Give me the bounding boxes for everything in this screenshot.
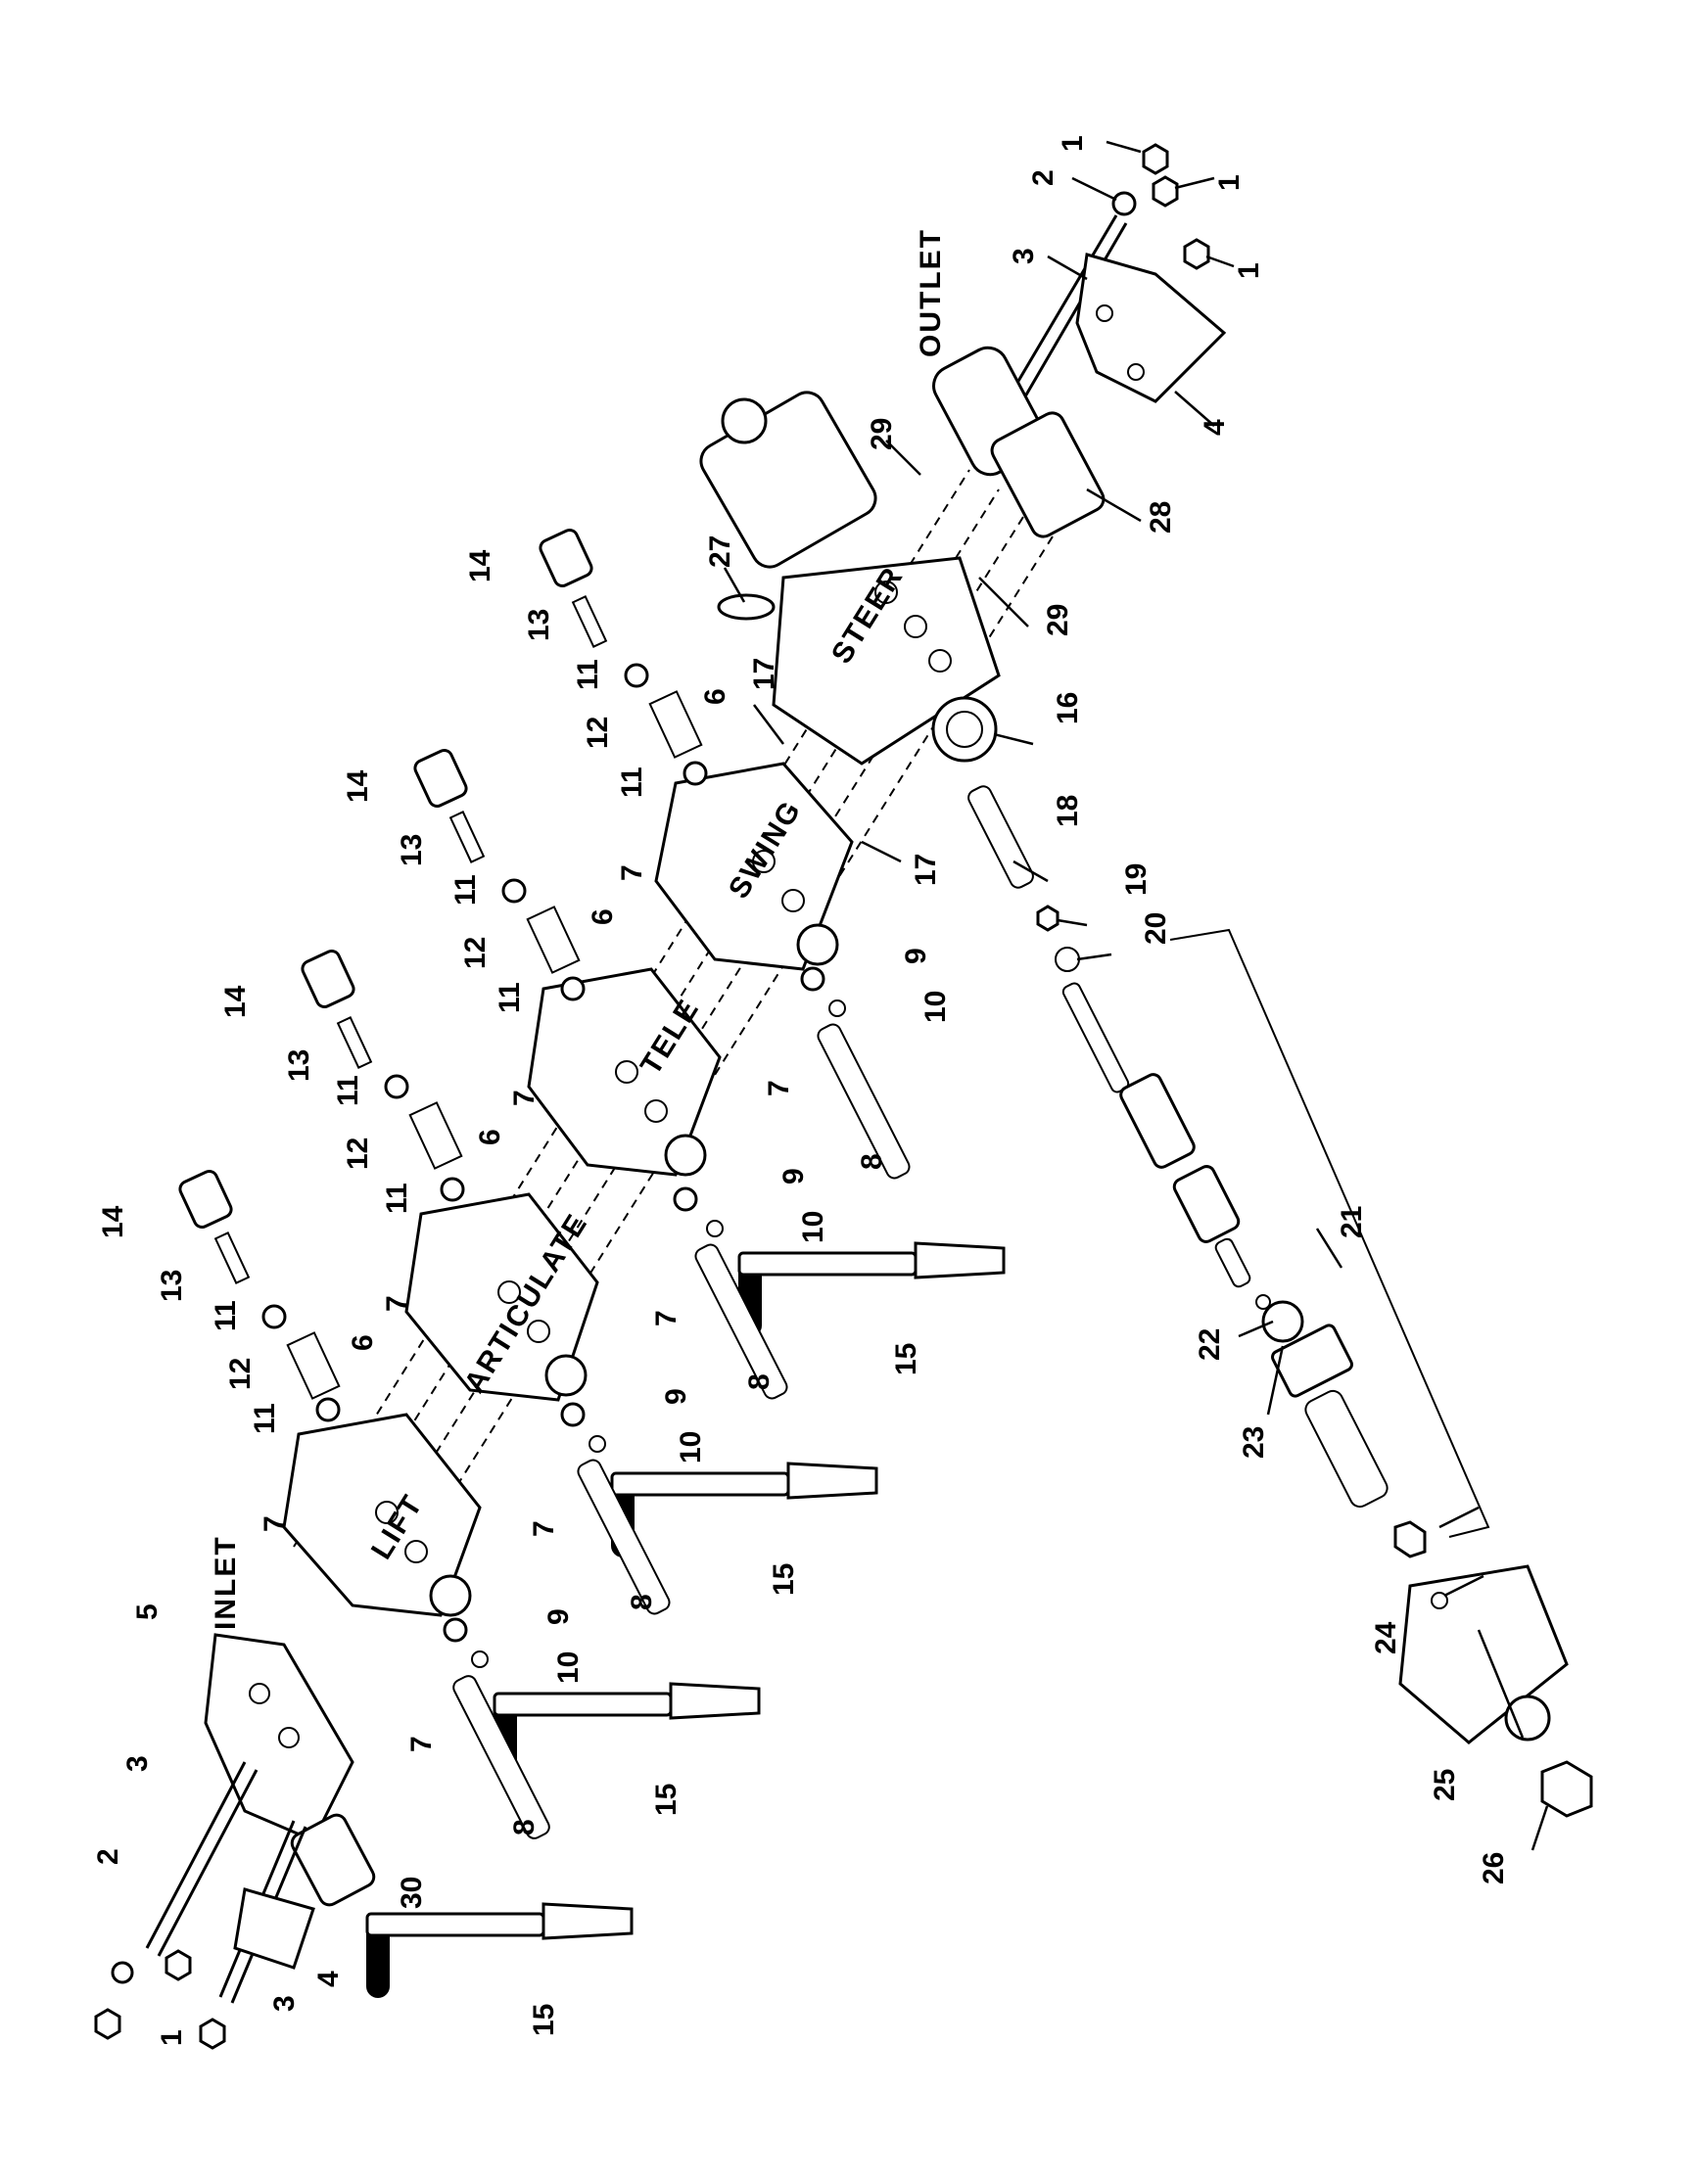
steer-section [699, 391, 1001, 766]
callout-7: 7 [405, 1736, 438, 1752]
callout-numbers: 1 1 1 1 2 2 3 3 3 4 4 5 6 6 6 6 7 7 7 7 … [92, 135, 1510, 2046]
callout-21: 21 [1336, 1206, 1368, 1238]
callout-5: 5 [131, 1603, 164, 1620]
callout-12: 12 [582, 717, 614, 749]
callout-leaders [723, 140, 1549, 1851]
callout-7: 7 [508, 1090, 541, 1106]
label-outlet: OUTLET [915, 228, 947, 357]
callout-15: 15 [768, 1563, 800, 1596]
callout-6: 6 [587, 908, 619, 925]
callout-10: 10 [919, 991, 952, 1023]
label-inlet: INLET [210, 1535, 242, 1630]
callout-7: 7 [528, 1520, 560, 1537]
callout-9: 9 [660, 1388, 692, 1405]
callout-11: 11 [616, 767, 648, 798]
callout-8: 8 [743, 1373, 776, 1390]
callout-8: 8 [626, 1594, 658, 1610]
lift-section [282, 1413, 482, 1617]
callout-14: 14 [219, 985, 252, 1018]
callout-13: 13 [283, 1049, 315, 1082]
callout-27: 27 [704, 535, 736, 568]
callout-24: 24 [1370, 1621, 1402, 1654]
callout-17: 17 [748, 658, 780, 690]
callout-2: 2 [1027, 169, 1059, 186]
callout-7: 7 [381, 1295, 413, 1312]
callout-10: 10 [552, 1651, 585, 1684]
spool-and-handle-stacks [365, 966, 1006, 1998]
callout-4: 4 [1199, 419, 1231, 436]
callout-1: 1 [1233, 262, 1265, 279]
callout-11: 11 [249, 1403, 281, 1434]
callout-7: 7 [763, 1080, 795, 1096]
callout-11: 11 [449, 874, 482, 906]
callout-13: 13 [156, 1270, 188, 1302]
alignment-lines [293, 469, 1059, 1606]
callout-10: 10 [797, 1211, 829, 1243]
callout-14: 14 [342, 769, 374, 803]
callout-25: 25 [1429, 1769, 1461, 1801]
callout-3: 3 [1008, 248, 1040, 264]
callout-11: 11 [210, 1300, 242, 1331]
callout-12: 12 [342, 1138, 374, 1170]
callout-6: 6 [474, 1129, 506, 1145]
callout-8: 8 [856, 1153, 888, 1170]
callout-4: 4 [312, 1971, 345, 1987]
swing-section [654, 762, 854, 971]
callout-28: 28 [1145, 501, 1177, 534]
callout-29: 29 [866, 418, 898, 450]
callout-1: 1 [1057, 135, 1089, 152]
callout-30: 30 [396, 1877, 428, 1909]
callout-14: 14 [464, 549, 496, 582]
callout-10: 10 [675, 1431, 707, 1464]
callout-9: 9 [900, 948, 932, 964]
callout-12: 12 [459, 937, 492, 969]
callout-16: 16 [1052, 692, 1084, 724]
callout-15: 15 [528, 2004, 560, 2036]
tele-section [527, 967, 722, 1177]
callout-20: 20 [1140, 912, 1172, 945]
callout-14: 14 [97, 1205, 129, 1238]
callout-15: 15 [650, 1784, 683, 1816]
callout-7: 7 [616, 864, 648, 881]
outlet-end-assembly [932, 143, 1227, 538]
callout-6: 6 [347, 1334, 379, 1351]
callout-1: 1 [156, 2029, 188, 2046]
callout-13: 13 [396, 834, 428, 866]
inlet-end-assembly [94, 1633, 376, 2050]
callout-22: 22 [1194, 1328, 1226, 1361]
callout-29: 29 [1042, 604, 1074, 636]
articulate-section [404, 1192, 599, 1402]
callout-26: 26 [1478, 1852, 1510, 1884]
callout-11: 11 [572, 659, 604, 690]
callout-7: 7 [650, 1310, 683, 1326]
callout-12: 12 [224, 1358, 257, 1390]
callout-11: 11 [332, 1075, 364, 1106]
callout-6: 6 [699, 688, 731, 705]
callout-2: 2 [92, 1848, 124, 1865]
callout-11: 11 [381, 1183, 413, 1214]
callout-13: 13 [523, 609, 555, 641]
callout-17: 17 [910, 854, 942, 886]
callout-7: 7 [259, 1515, 291, 1532]
steer-control-stack [967, 785, 1593, 1818]
callout-19: 19 [1120, 863, 1153, 896]
callout-23: 23 [1238, 1426, 1270, 1459]
callout-1: 1 [1213, 174, 1246, 191]
callout-3: 3 [121, 1755, 154, 1772]
relief-valve-stacks [178, 529, 708, 1422]
callout-3: 3 [268, 1995, 301, 2012]
callout-8: 8 [508, 1819, 541, 1835]
callout-9: 9 [542, 1608, 575, 1625]
callout-18: 18 [1052, 795, 1084, 827]
callout-15: 15 [890, 1343, 922, 1375]
callout-9: 9 [777, 1168, 810, 1185]
callout-11: 11 [494, 982, 526, 1013]
